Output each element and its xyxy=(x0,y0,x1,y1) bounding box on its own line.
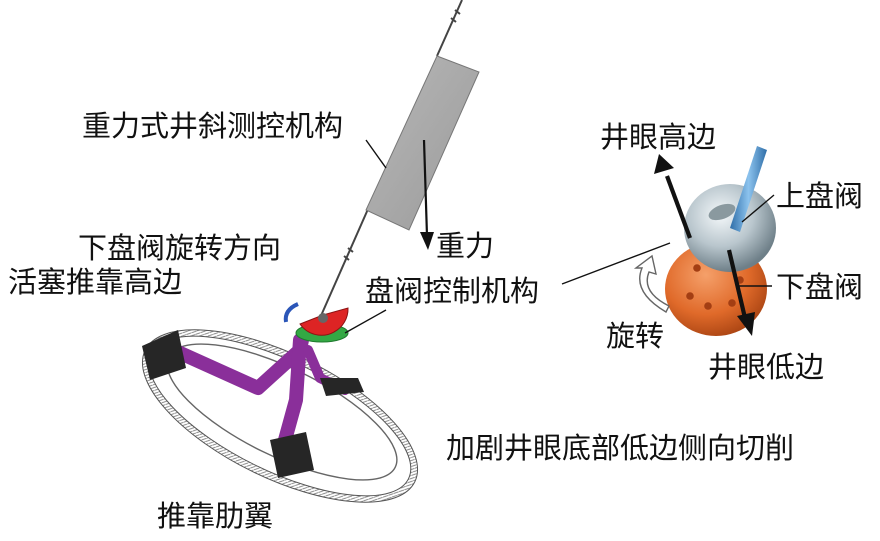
label-upper-valve: 上盘阀 xyxy=(776,179,864,213)
label-low-side: 井眼低边 xyxy=(708,350,825,384)
gravity-housing xyxy=(365,55,480,231)
label-lower-valve: 下盘阀 xyxy=(776,270,864,304)
label-push-pad: 推靠肋翼 xyxy=(157,499,274,533)
push-pad-low xyxy=(270,432,314,478)
label-gravity: 重力 xyxy=(436,229,495,263)
leader-valve-to-control xyxy=(561,242,671,285)
label-valve-control: 盘阀控制机构 xyxy=(365,274,540,308)
gravity-arrow xyxy=(420,139,434,250)
rotation-arc-icon xyxy=(283,302,299,323)
valve-hub xyxy=(318,313,328,323)
push-pad-high xyxy=(142,330,186,380)
drive-shaft xyxy=(319,0,463,319)
leader-upper-valve xyxy=(741,194,775,223)
label-gravity-system: 重力式井斜测控机构 xyxy=(82,109,344,143)
leader-gravity-system xyxy=(365,139,387,169)
label-side-cutting: 加剧井眼底部低边侧向切削 xyxy=(446,431,795,465)
leader-valve-control xyxy=(344,309,387,334)
label-piston-push-high-side: 活塞推靠高边 xyxy=(8,265,183,299)
label-high-side: 井眼高边 xyxy=(600,120,717,154)
control-rod xyxy=(730,146,767,232)
label-rotate: 旋转 xyxy=(606,319,665,353)
rotate-arc-icon xyxy=(633,254,670,313)
push-pad-side xyxy=(320,378,364,396)
high-side-arrow xyxy=(654,154,692,239)
label-lower-valve-direction: 下盘阀旋转方向 xyxy=(78,231,282,265)
low-side-arrow xyxy=(726,249,755,336)
